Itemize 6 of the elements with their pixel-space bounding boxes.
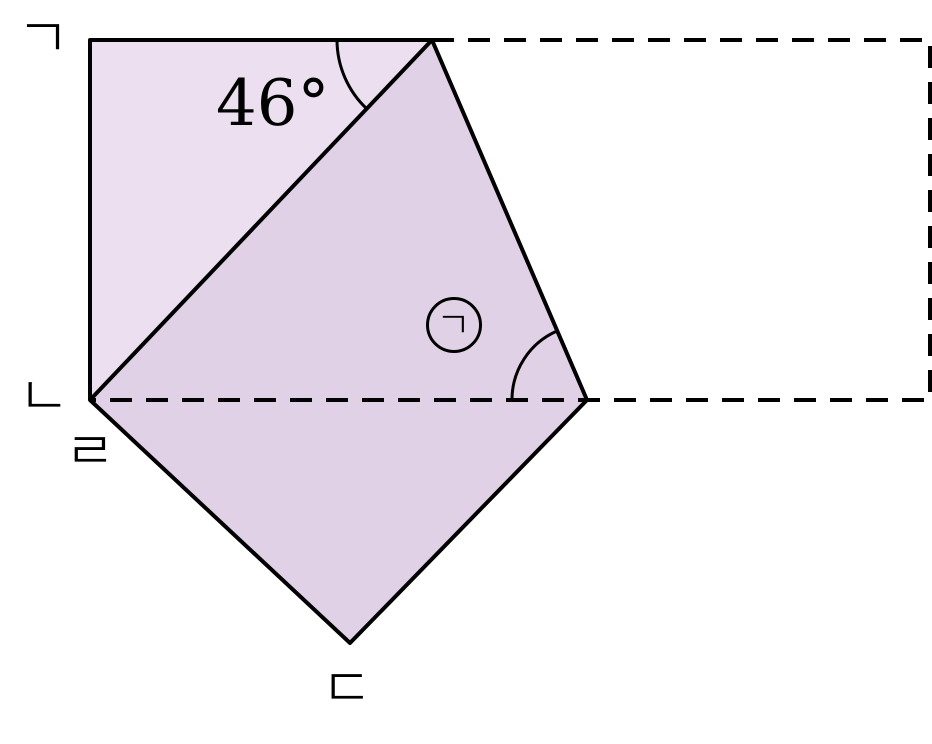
angle-label: 46° bbox=[216, 72, 330, 136]
vertex-label: ㄹ bbox=[64, 425, 116, 477]
vertex-label: ㄴ bbox=[18, 370, 70, 422]
circled-label: ㄱ bbox=[426, 297, 482, 353]
vertex-label: ㄷ bbox=[322, 662, 374, 714]
vertex-label: ㄱ bbox=[18, 12, 70, 64]
